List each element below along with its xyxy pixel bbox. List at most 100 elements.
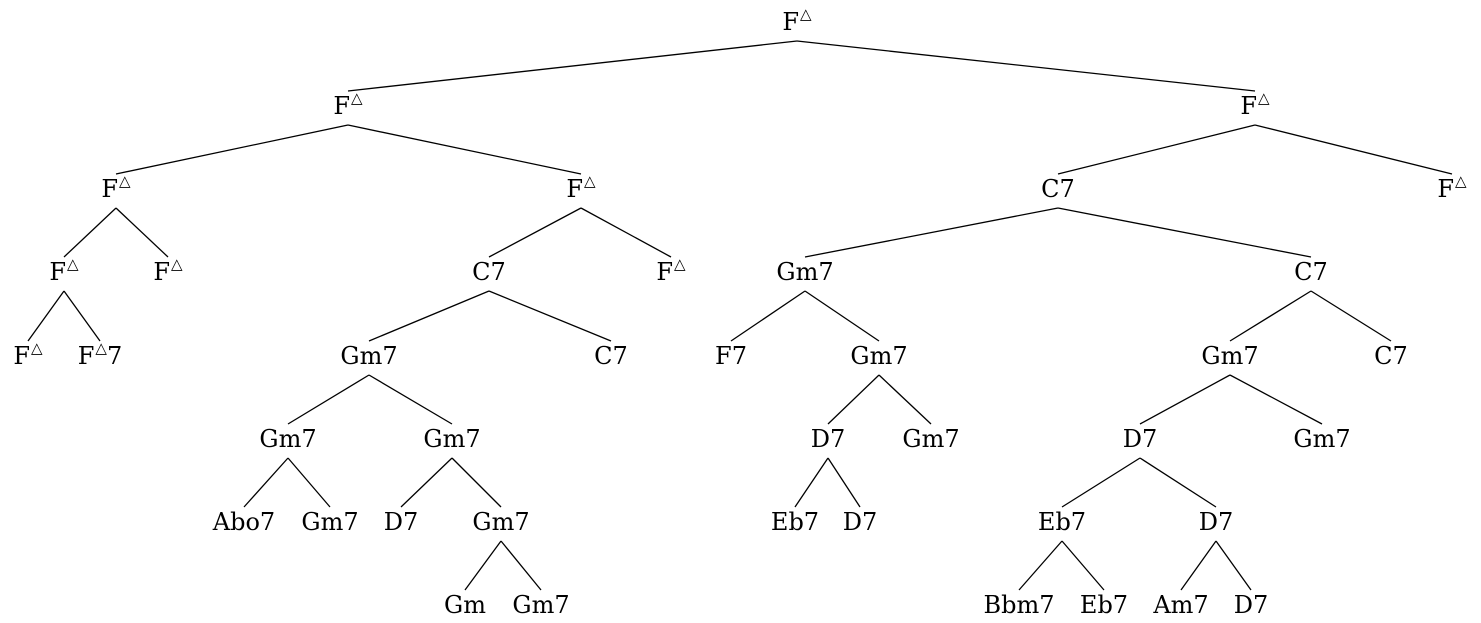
chord-root-label: Gm7 xyxy=(472,508,530,536)
chord-node-gm7: Gm7 xyxy=(850,344,907,368)
tree-edge xyxy=(347,40,798,92)
tree-edge xyxy=(1215,540,1252,591)
chord-node-abo7: Abo7 xyxy=(213,510,275,534)
chord-node-f-maj: F△ xyxy=(782,7,811,36)
tree-edge xyxy=(400,457,453,508)
chord-node-gm7: Gm7 xyxy=(776,260,833,284)
chord-node-f7: F7 xyxy=(715,344,747,368)
chord-root-label: Gm7 xyxy=(259,425,317,453)
chord-root-label: Am7 xyxy=(1153,591,1209,619)
chord-root-label: F xyxy=(101,175,119,203)
chord-root-label: C7 xyxy=(594,342,628,370)
tree-edge xyxy=(804,207,1059,258)
chord-root-label: Gm7 xyxy=(423,425,481,453)
major-triangle-icon: △ xyxy=(351,89,363,107)
chord-node-c7: C7 xyxy=(1374,344,1408,368)
tree-edge xyxy=(1057,124,1256,175)
tree-edge xyxy=(488,290,612,342)
chord-root-label: Gm xyxy=(444,591,486,619)
chord-root-label: Gm7 xyxy=(340,342,398,370)
tree-edge xyxy=(804,290,880,342)
chord-root-label: D7 xyxy=(1233,591,1269,619)
tree-edge xyxy=(1139,374,1231,425)
chord-root-label: F xyxy=(13,342,31,370)
chord-root-label: F xyxy=(77,342,95,370)
chord-node-d7: D7 xyxy=(1234,593,1269,617)
tree-edge xyxy=(730,290,806,342)
chord-node-gm7: Gm7 xyxy=(423,427,480,451)
chord-root-label: C7 xyxy=(1294,258,1328,286)
major-triangle-icon: △ xyxy=(119,172,131,190)
chord-root-label: Bbm7 xyxy=(983,591,1055,619)
chord-node-gm7: Gm7 xyxy=(472,510,529,534)
tree-edge xyxy=(1061,457,1141,508)
tree-edge xyxy=(347,124,582,175)
tree-edge xyxy=(1018,540,1063,591)
tree-edge xyxy=(115,207,169,258)
chord-node-f-maj: F△ xyxy=(1240,91,1269,119)
tree-edge xyxy=(1254,124,1453,175)
chord-node-f-maj7: F△7 xyxy=(77,341,122,370)
chord-root-label: D7 xyxy=(1198,508,1234,536)
chord-node-eb7: Eb7 xyxy=(771,510,819,534)
chord-root-label: D7 xyxy=(810,425,846,453)
major-triangle-icon: △ xyxy=(800,5,812,23)
tree-edge xyxy=(287,374,370,425)
chord-node-bbm7: Bbm7 xyxy=(983,593,1054,617)
tree-edge xyxy=(878,374,932,425)
chord-root-label: Gm7 xyxy=(1201,342,1259,370)
tree-edge xyxy=(794,457,829,508)
chord-root-label: Gm7 xyxy=(850,342,908,370)
tree-edge xyxy=(1061,540,1105,591)
tree-edge xyxy=(451,457,502,508)
tree-edge xyxy=(488,207,582,258)
chord-node-c7: C7 xyxy=(594,344,628,368)
chord-root-label: F xyxy=(333,92,351,120)
chord-node-c7: C7 xyxy=(1041,177,1075,201)
chord-root-label: Gm7 xyxy=(1293,425,1351,453)
chord-root-label: F xyxy=(49,258,67,286)
chord-root-label: F xyxy=(1437,175,1455,203)
tree-edge xyxy=(500,540,542,591)
tree-edge xyxy=(1229,290,1312,342)
tree-edge xyxy=(243,457,289,508)
chord-root-label: Gm7 xyxy=(512,591,570,619)
tree-edge xyxy=(287,457,331,508)
tree-edge xyxy=(1180,540,1217,591)
major-triangle-icon: △ xyxy=(1455,172,1467,190)
chord-root-label: Gm7 xyxy=(902,425,960,453)
tree-edge xyxy=(796,40,1256,92)
major-triangle-icon: △ xyxy=(31,339,43,357)
tree-edge xyxy=(1229,374,1323,425)
chord-node-f-maj: F△ xyxy=(333,91,362,120)
chord-node-am7: Am7 xyxy=(1153,593,1208,617)
tree-edge xyxy=(63,290,101,342)
tree-edge xyxy=(115,124,349,175)
major-triangle-icon: △ xyxy=(584,172,596,190)
tree-edge xyxy=(464,540,502,591)
chord-root-label: D7 xyxy=(842,508,878,536)
tree-edge xyxy=(580,207,672,258)
chord-root-label: F xyxy=(153,258,171,286)
tree-edge xyxy=(1310,290,1392,342)
chord-root-label: F7 xyxy=(715,342,747,370)
chord-root-label: Eb7 xyxy=(1079,591,1129,619)
chord-node-gm7: Gm7 xyxy=(1293,427,1350,451)
chord-node-d7: D7 xyxy=(843,510,878,534)
chord-root-label: F xyxy=(782,8,800,36)
tree-edge xyxy=(368,290,490,342)
chord-node-d7: D7 xyxy=(1199,510,1234,534)
chord-node-f-maj: F△ xyxy=(153,257,182,286)
chord-root-label: C7 xyxy=(1374,342,1408,370)
major-triangle-icon: △ xyxy=(674,255,686,273)
tree-edge xyxy=(1139,457,1217,508)
major-triangle-icon: △ xyxy=(1258,89,1270,107)
chord-node-gm7: Gm7 xyxy=(512,593,569,617)
chord-node-f-maj: F△ xyxy=(13,341,42,370)
chord-node-c7: C7 xyxy=(1294,260,1328,284)
chord-node-eb7: Eb7 xyxy=(1080,593,1128,617)
chord-node-gm7: Gm7 xyxy=(340,344,397,368)
major-triangle-icon: △ xyxy=(171,255,183,273)
